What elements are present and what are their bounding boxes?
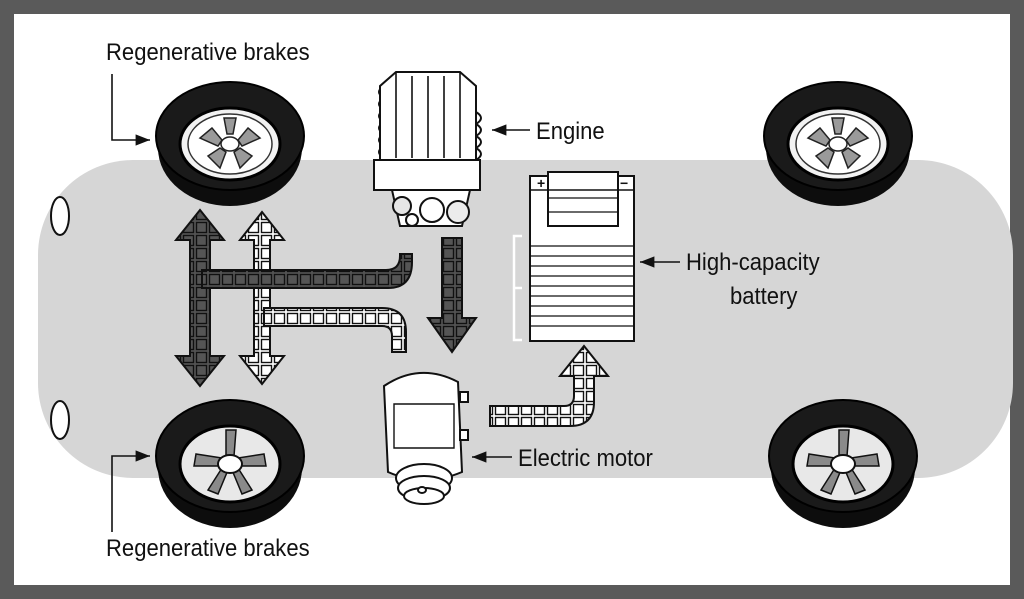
label-regenerative-brakes-top: Regenerative brakes (106, 38, 310, 65)
battery-minus-terminal: − (620, 175, 628, 191)
label-electric-motor: Electric motor (518, 444, 653, 471)
label-regenerative-brakes-bottom: Regenerative brakes (106, 534, 310, 561)
arrow-front-axle-light (237, 210, 287, 386)
rear-right-wheel (767, 398, 919, 530)
arrow-front-axle-dark (173, 208, 227, 388)
headlight-upper (50, 196, 70, 236)
label-battery-line1: High-capacity (686, 248, 820, 275)
headlight-lower (50, 400, 70, 440)
front-left-wheel (154, 80, 306, 208)
rear-left-wheel (762, 80, 914, 208)
power-flow-arrows (173, 208, 611, 427)
label-battery-line2: battery (730, 282, 798, 309)
arrow-engine-to-motor (426, 237, 478, 354)
leader-lines (111, 74, 680, 532)
arrow-motor-to-battery (489, 344, 611, 427)
engine (373, 71, 482, 227)
motor-drive-bar (263, 307, 407, 353)
label-engine: Engine (536, 117, 605, 144)
battery (512, 171, 635, 342)
front-right-wheel (154, 398, 306, 530)
engine-drive-bar (201, 253, 413, 289)
battery-plus-terminal: + (537, 175, 545, 191)
electric-motor (382, 372, 469, 505)
